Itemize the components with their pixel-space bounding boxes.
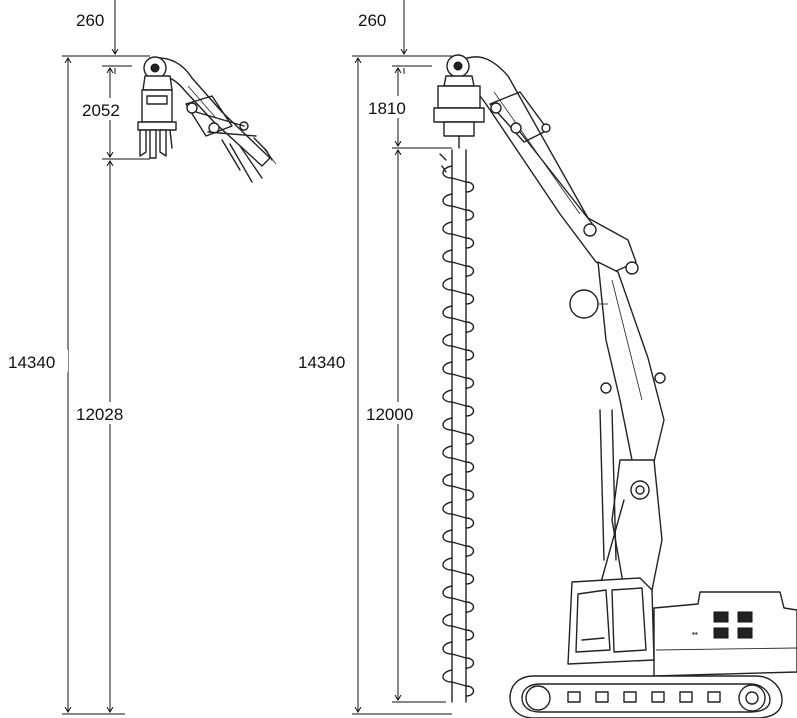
auger-flight	[442, 613, 475, 641]
auger-flight	[442, 445, 475, 473]
auger-flight	[442, 333, 475, 361]
dimension-labels: 260 14340 2052 12028 260 14340 1810 1200…	[2, 11, 420, 424]
auger-flight	[442, 361, 475, 389]
right-machine-drawing: ▪▪	[352, 0, 797, 718]
left-overall-height-label: 14340	[8, 353, 55, 372]
left-attachment-length-label: 2052	[82, 101, 120, 120]
auger-screw	[439, 149, 475, 703]
auger-flight	[442, 193, 475, 221]
right-dimensions	[352, 0, 452, 715]
auger-flight	[442, 669, 475, 697]
auger-flight	[442, 305, 475, 333]
auger-flight	[442, 473, 475, 501]
auger-flight	[442, 529, 475, 557]
auger-flight	[442, 221, 475, 249]
right-overall-height-label: 14340	[298, 353, 345, 372]
svg-text:▪▪: ▪▪	[692, 629, 698, 638]
excavator-carrier: ▪▪	[509, 577, 797, 718]
left-machine-drawing	[62, 0, 277, 715]
auger-flight	[442, 249, 475, 277]
right-top-clearance-label: 260	[358, 11, 386, 30]
right-auger-length-label: 12000	[366, 405, 413, 424]
auger-flight	[442, 417, 475, 445]
auger-flight	[442, 165, 475, 193]
left-attachment	[137, 56, 177, 159]
auger-flight	[442, 557, 475, 585]
right-auger-drive-label: 1810	[368, 99, 406, 118]
auger-flight	[442, 277, 475, 305]
auger-flight	[442, 389, 475, 417]
auger-flight	[442, 501, 475, 529]
left-boom	[149, 56, 277, 183]
left-lower-height-label: 12028	[76, 405, 123, 424]
auger-drive	[433, 54, 485, 149]
left-dimensions	[62, 0, 150, 715]
auger-flight	[442, 641, 475, 669]
left-top-clearance-label: 260	[76, 11, 104, 30]
auger-flight	[442, 585, 475, 613]
right-boom	[459, 56, 666, 601]
